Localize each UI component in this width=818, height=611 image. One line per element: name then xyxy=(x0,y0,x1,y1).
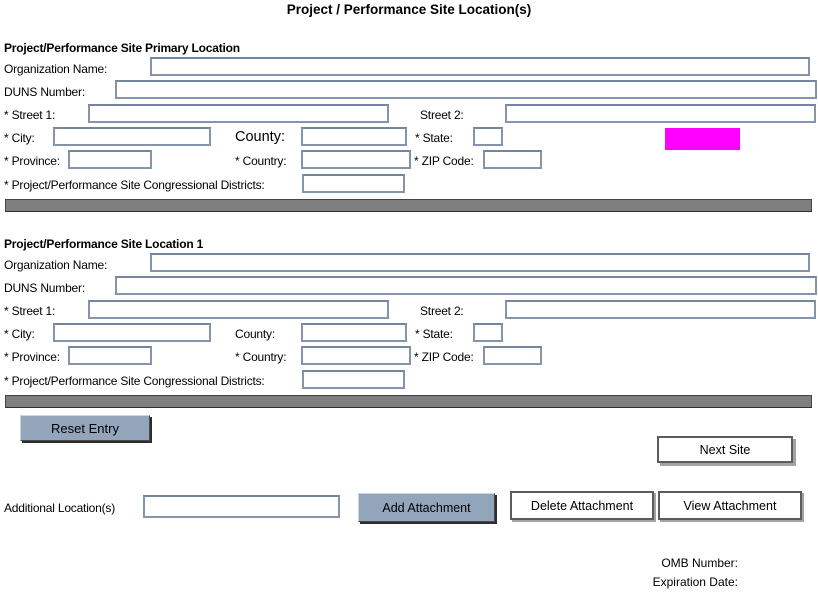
next-site-button[interactable]: Next Site xyxy=(657,436,793,463)
s2-congressional-districts-label: * Project/Performance Site Congressional… xyxy=(4,374,265,388)
s2-street1-input[interactable] xyxy=(88,300,389,319)
page-title: Project / Performance Site Location(s) xyxy=(286,2,532,17)
omb-footer: OMB Number: Expiration Date: xyxy=(500,554,738,592)
s1-street1-label: * Street 1: xyxy=(4,108,56,122)
section-1-divider-bar xyxy=(5,199,812,212)
s1-state-label: * State: xyxy=(415,131,453,145)
additional-locations-label: Additional Location(s) xyxy=(4,501,116,515)
s1-city-input[interactable] xyxy=(53,127,211,146)
s2-duns-number-input[interactable] xyxy=(115,276,817,295)
s1-country-input[interactable] xyxy=(301,150,411,169)
s1-street2-input[interactable] xyxy=(505,104,816,123)
s1-street1-input[interactable] xyxy=(88,104,389,123)
view-attachment-button[interactable]: View Attachment xyxy=(658,491,802,520)
s1-congressional-districts-input[interactable] xyxy=(302,174,405,193)
s1-organization-name-label: Organization Name: xyxy=(4,62,108,76)
s2-organization-name-label: Organization Name: xyxy=(4,258,108,272)
s1-duns-number-label: DUNS Number: xyxy=(4,85,85,99)
reset-entry-button[interactable]: Reset Entry xyxy=(20,415,150,441)
s1-congressional-districts-label: * Project/Performance Site Congressional… xyxy=(4,178,265,192)
s1-street2-label: Street 2: xyxy=(420,108,464,122)
s1-province-input[interactable] xyxy=(68,150,152,169)
s2-organization-name-input[interactable] xyxy=(150,253,810,272)
s2-county-input[interactable] xyxy=(301,323,407,342)
s1-county-label: County: xyxy=(235,129,285,145)
omb-number-label: OMB Number: xyxy=(661,556,738,570)
s1-city-label: * City: xyxy=(4,131,35,145)
s1-zip-code-label: * ZIP Code: xyxy=(414,154,474,168)
s2-province-input[interactable] xyxy=(68,346,152,365)
s2-street2-input[interactable] xyxy=(505,300,816,319)
magenta-highlight-box xyxy=(665,128,740,150)
section-1-header: Project/Performance Site Primary Locatio… xyxy=(4,41,240,55)
s1-state-input[interactable] xyxy=(473,127,503,146)
s2-duns-number-label: DUNS Number: xyxy=(4,281,85,295)
s2-zip-code-label: * ZIP Code: xyxy=(414,350,474,364)
expiration-date-label: Expiration Date: xyxy=(652,575,738,589)
section-2-divider-bar xyxy=(5,395,812,408)
delete-attachment-button[interactable]: Delete Attachment xyxy=(510,491,654,520)
s1-county-input[interactable] xyxy=(301,127,407,146)
s1-duns-number-input[interactable] xyxy=(115,80,817,99)
s1-zip-code-input[interactable] xyxy=(483,150,542,169)
s2-state-label: * State: xyxy=(415,327,453,341)
s2-street2-label: Street 2: xyxy=(420,304,464,318)
s2-city-label: * City: xyxy=(4,327,35,341)
s1-country-label: * Country: xyxy=(235,154,287,168)
s2-county-label: County: xyxy=(235,327,275,341)
s2-country-label: * Country: xyxy=(235,350,287,364)
s2-country-input[interactable] xyxy=(301,346,411,365)
s2-state-input[interactable] xyxy=(473,323,503,342)
add-attachment-button[interactable]: Add Attachment xyxy=(358,493,495,522)
s2-city-input[interactable] xyxy=(53,323,211,342)
additional-locations-input[interactable] xyxy=(143,495,340,518)
s2-province-label: * Province: xyxy=(4,350,60,364)
section-2-header: Project/Performance Site Location 1 xyxy=(4,237,204,251)
s1-organization-name-input[interactable] xyxy=(150,57,810,76)
s2-street1-label: * Street 1: xyxy=(4,304,56,318)
s1-province-label: * Province: xyxy=(4,154,60,168)
s2-congressional-districts-input[interactable] xyxy=(302,370,405,389)
s2-zip-code-input[interactable] xyxy=(483,346,542,365)
